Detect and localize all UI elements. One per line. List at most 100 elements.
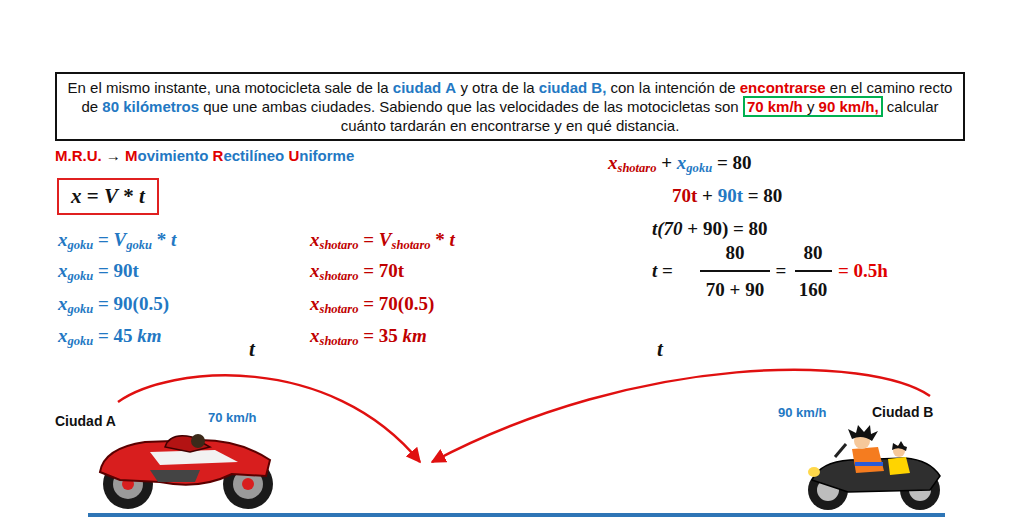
goku-motorcycle <box>808 425 940 510</box>
fraction-denominator: 70 + 90 <box>706 279 764 302</box>
text-run: = <box>748 185 759 206</box>
text-run: xgoku <box>58 229 93 250</box>
text-run: xgoku <box>58 260 93 281</box>
text-run: 70(0.5) <box>379 293 434 314</box>
text-run: en <box>566 117 583 134</box>
fraction-numerator: 80 <box>804 242 823 265</box>
equation: 70t + 90t = 80 <box>672 185 782 208</box>
text-run: B, <box>591 79 606 96</box>
text-run: goku <box>686 161 712 175</box>
text-run: km/h <box>768 98 803 115</box>
text-run: Uniforme <box>288 147 354 164</box>
text-run: M <box>125 147 138 164</box>
topic-heading: M.R.U. → Movimiento Rectilíneo Uniforme <box>55 147 354 165</box>
text-run: 80 <box>763 185 782 206</box>
equation: t = <box>652 260 673 283</box>
text-run: → <box>106 147 121 164</box>
text-run: une <box>232 98 257 115</box>
road-line <box>88 513 945 517</box>
text-run: de <box>502 79 519 96</box>
text-run: 70 <box>706 279 725 300</box>
text-run: 35 <box>379 325 398 346</box>
text-run: en <box>450 117 467 134</box>
text-run: 70 <box>747 98 764 115</box>
text-run: goku <box>68 334 94 348</box>
text-run: = <box>363 260 374 281</box>
text-run: 80 <box>732 152 751 173</box>
speed-label: 70 km/h <box>208 410 256 426</box>
fraction-bar <box>795 270 832 272</box>
text-run: t <box>249 337 255 361</box>
equation: t(70 + 90) = 80 <box>652 218 768 241</box>
text-run: A <box>445 79 456 96</box>
text-run: ectilíneo <box>223 147 284 164</box>
text-run: Ciudad <box>55 413 102 429</box>
text-run: t <box>450 229 455 250</box>
text-run: R <box>213 147 224 164</box>
text-run: shotaro <box>320 302 359 316</box>
fraction-bar <box>700 270 770 272</box>
text-run: Vgoku <box>114 229 152 250</box>
text-run: 80 <box>726 242 745 263</box>
text-run: 70t <box>672 185 697 206</box>
equation: = <box>776 260 787 283</box>
text-run: son <box>715 98 739 115</box>
text-run: velocidades <box>499 98 578 115</box>
fraction-numerator: 80 <box>726 242 745 265</box>
text-run: otra <box>472 79 498 96</box>
city-label: Ciudad A <box>55 413 116 430</box>
text-run: xshotaro <box>310 325 359 346</box>
text-run: 0.5h <box>854 260 888 281</box>
text-run: t <box>657 337 663 361</box>
text-run: km <box>403 325 427 346</box>
text-run: 70 <box>208 410 222 425</box>
text-run: shotaro <box>392 238 431 252</box>
text-run: = <box>838 260 849 281</box>
text-run: encontrarse <box>740 79 826 96</box>
text-run: = <box>87 184 99 208</box>
text-run: Sabiendo <box>379 98 442 115</box>
text-run: la <box>377 79 389 96</box>
red-motorcycle <box>100 434 273 509</box>
text-run: con <box>610 79 634 96</box>
text-run: + <box>730 279 741 300</box>
text-run: distancia. <box>616 117 679 134</box>
text-run: V <box>379 229 392 250</box>
text-run: 90t <box>718 185 743 206</box>
text-run: y <box>554 117 562 134</box>
text-run: de <box>719 79 736 96</box>
text-run: km/h, <box>839 98 878 115</box>
text-run: U <box>288 147 299 164</box>
text-run: las <box>604 98 623 115</box>
text-run: Ciudad <box>872 404 919 420</box>
text-run: = <box>98 229 109 250</box>
text-run: motocicletas <box>627 98 710 115</box>
text-run: x <box>310 229 320 250</box>
equation: xshotaro = Vshotaro * t <box>310 229 455 252</box>
text-run: = <box>733 218 744 239</box>
text-run: x <box>677 152 687 173</box>
text-run: km <box>137 325 161 346</box>
equation: xgoku = Vgoku * t <box>58 229 176 252</box>
text-run: ovimiento <box>138 147 209 164</box>
node-text: x = V * t <box>71 183 145 210</box>
text-run: x <box>58 325 68 346</box>
text-run: xshotaro <box>310 229 359 250</box>
rider-head <box>191 434 205 448</box>
text-run: niforme <box>299 147 354 164</box>
text-run: x <box>310 293 320 314</box>
result: = 0.5h <box>838 260 888 283</box>
text-run: de <box>81 98 98 115</box>
text-run: y <box>807 98 815 115</box>
problem-box: En el mismo instante, una motocicleta sa… <box>55 72 965 141</box>
text-run: x <box>608 152 618 173</box>
text-run: 70t <box>379 260 404 281</box>
equation: xgoku = 45 km <box>58 325 162 348</box>
passenger-hair <box>892 441 907 451</box>
text-run: = <box>363 325 374 346</box>
text-run: t(70 <box>652 218 683 239</box>
text-run: x <box>58 293 68 314</box>
text-run: la <box>639 79 651 96</box>
text-run: 90) <box>703 218 728 239</box>
text-run: = <box>363 229 374 250</box>
